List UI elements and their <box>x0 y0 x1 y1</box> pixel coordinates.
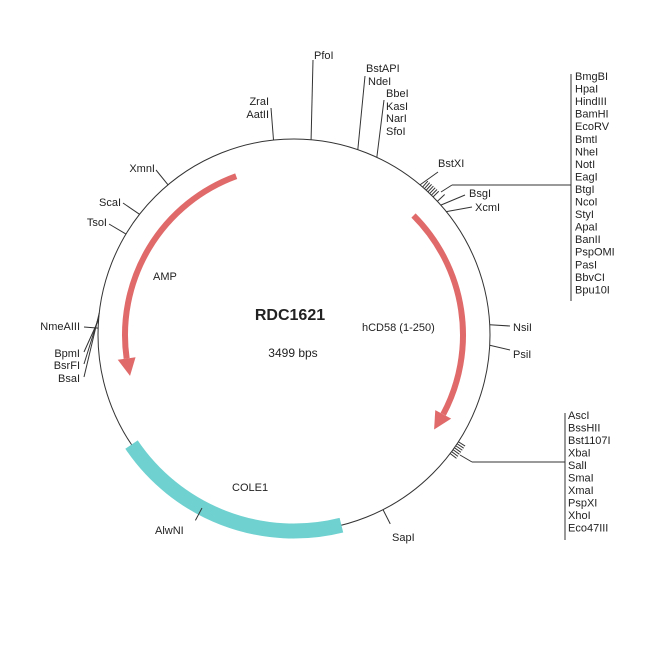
tick-mcs-top <box>432 190 440 198</box>
site-bsrfi: BsrFI <box>54 360 80 372</box>
amp-arrow-head <box>117 357 136 376</box>
tick-bbei <box>376 99 385 158</box>
tick-mcs-top <box>424 182 431 189</box>
site-alwni: AlwNI <box>155 525 184 537</box>
feature-label-cole1: COLE1 <box>232 482 268 494</box>
site-tsoi: TsoI <box>87 217 107 229</box>
mcs-site: XmaI <box>568 485 594 497</box>
tick-bstxi <box>419 171 439 186</box>
tick-mcs-bottom <box>455 445 463 451</box>
site-nmeaiii: NmeAIII <box>40 321 80 333</box>
site-ndei: NdeI <box>368 76 391 88</box>
feature-label-amp: AMP <box>153 271 177 283</box>
mcs-site: BmtI <box>575 134 598 146</box>
mcs-site: StyI <box>575 209 594 221</box>
mcs-site: EcoRV <box>575 121 610 133</box>
tick-nsii <box>489 324 511 327</box>
mcs-site: BanII <box>575 234 601 246</box>
mcs-site: BtgI <box>575 184 595 196</box>
tick-bsg-short <box>437 194 445 202</box>
mcs-site: ApaI <box>575 222 598 234</box>
tick-xcmi <box>446 206 473 213</box>
mcs-bottom-list: AscIBssHIIBst1107IXbaISalISmaIXmaIPspXIX… <box>568 410 611 535</box>
tick-scai <box>122 202 140 215</box>
site-sfoi: SfoI <box>386 126 406 138</box>
tick-mcs-top <box>425 184 432 191</box>
tick-bsgi <box>440 194 466 206</box>
mcs-site: PasI <box>575 259 597 271</box>
site-nsii: NsiI <box>513 322 532 334</box>
site-xmni: XmnI <box>129 163 155 175</box>
site-scai: ScaI <box>99 197 121 209</box>
mcs-site: BssHII <box>568 423 600 435</box>
tick-mcs-top <box>429 187 436 194</box>
mcs-site: XbaI <box>568 448 591 460</box>
mcs-site: HpaI <box>575 84 598 96</box>
site-sapi: SapI <box>392 532 415 544</box>
tick-mcs-bottom <box>452 449 460 455</box>
site-kasi: KasI <box>386 101 408 113</box>
tick-sapi <box>382 509 391 525</box>
hcd58-arrow-body <box>411 213 466 416</box>
mcs-bottom-connector-diag <box>459 454 473 463</box>
tick-mcs-top <box>427 185 434 193</box>
site-bbei: BbeI <box>386 88 409 100</box>
hcd58-arrow-head <box>434 410 452 430</box>
tick-zrai <box>270 107 275 141</box>
tick-pfoi <box>310 59 314 140</box>
mcs-site: Eco47III <box>568 523 608 535</box>
mcs-site: NotI <box>575 159 595 171</box>
mcs-site: SalI <box>568 460 587 472</box>
mcs-site: Bst1107I <box>568 435 611 447</box>
mcs-site: NcoI <box>575 197 598 209</box>
tick-mcs-bottom <box>451 451 459 457</box>
mcs-site: BbvCI <box>575 272 605 284</box>
tick-xmni <box>155 169 169 186</box>
tick-mcs-bottom <box>449 453 457 459</box>
mcs-site: BamHI <box>575 109 609 121</box>
mcs-site: Bpu10I <box>575 284 610 296</box>
features-layer <box>117 173 466 539</box>
tick-alwni <box>194 507 203 521</box>
site-aatii: AatII <box>246 109 269 121</box>
mcs-site: NheI <box>575 146 598 158</box>
site-psii: PsiI <box>513 349 531 361</box>
mcs-top-list: BmgBIHpaIHindIIIBamHIEcoRVBmtINheINotIEa… <box>575 71 615 296</box>
mcs-site: BmgBI <box>575 71 608 83</box>
site-bpmi: BpmI <box>54 348 80 360</box>
mcs-top-connector-diag <box>440 184 453 193</box>
site-xcmi: XcmI <box>475 202 500 214</box>
mcs-site: SmaI <box>568 473 594 485</box>
ticks-layer <box>83 59 511 525</box>
site-bstxi: BstXI <box>438 158 464 170</box>
plasmid-size: 3499 bps <box>268 346 317 360</box>
mcs-site: EagI <box>575 171 598 183</box>
feature-label-hcd58: hCD58 (1-250) <box>362 322 435 334</box>
tick-tsoi <box>108 223 127 235</box>
tick-mcs-bottom <box>456 443 464 449</box>
mcs-site: HindIII <box>575 96 607 108</box>
tick-psii <box>489 344 511 351</box>
tick-mcs-bottom <box>458 441 466 447</box>
tick-bstapi <box>357 75 366 150</box>
mcs-site: AscI <box>568 410 589 422</box>
tick-mcs-top <box>422 180 429 188</box>
site-pfoi: PfoI <box>314 50 334 62</box>
tick-bsai <box>83 312 100 378</box>
amp-arrow-body <box>122 173 238 359</box>
site-nari: NarI <box>386 113 407 125</box>
mcs-site: PspOMI <box>575 247 615 259</box>
mcs-site: XhoI <box>568 510 591 522</box>
site-bsai: BsaI <box>58 373 80 385</box>
site-bsgi: BsgI <box>469 188 491 200</box>
tick-mcs-top <box>431 189 438 196</box>
tick-mcs-bottom <box>454 447 462 453</box>
site-zrai: ZraI <box>249 96 269 108</box>
site-bstapi: BstAPI <box>366 63 400 75</box>
plasmid-name: RDC1621 <box>255 307 325 324</box>
mcs-site: PspXI <box>568 498 597 510</box>
cole1-feature <box>125 440 344 539</box>
